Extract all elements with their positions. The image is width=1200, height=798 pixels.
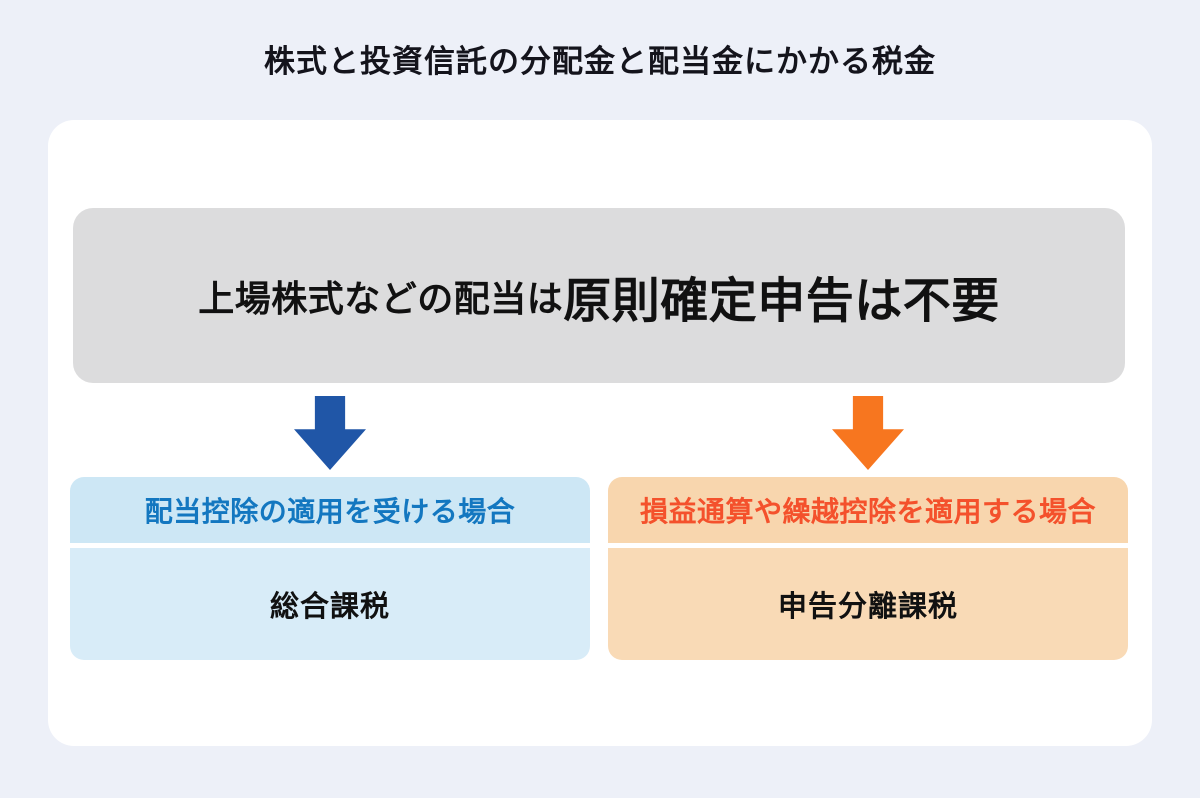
main-statement-normal-text: 上場株式などの配当は	[198, 277, 564, 319]
content-card: 上場株式などの配当は原則確定申告は不要 配当控除の適用を受ける場合 総合課税 損…	[48, 120, 1152, 746]
branch-separate-taxation: 損益通算や繰越控除を適用する場合 申告分離課税	[608, 477, 1128, 660]
orange-down-arrow-icon	[832, 396, 904, 470]
branch-tax-type-label: 申告分離課税	[608, 548, 1128, 660]
branch-tax-type-label: 総合課税	[70, 548, 590, 660]
main-statement-emphasis-text: 原則確定申告は不要	[563, 274, 1000, 328]
main-statement-box: 上場株式などの配当は原則確定申告は不要	[73, 208, 1125, 383]
branch-condition-header: 損益通算や繰越控除を適用する場合	[608, 477, 1128, 543]
page-title: 株式と投資信託の分配金と配当金にかかる税金	[264, 44, 936, 79]
branch-condition-header: 配当控除の適用を受ける場合	[70, 477, 590, 543]
blue-down-arrow-icon	[294, 396, 366, 470]
branch-comprehensive-taxation: 配当控除の適用を受ける場合 総合課税	[70, 477, 590, 660]
